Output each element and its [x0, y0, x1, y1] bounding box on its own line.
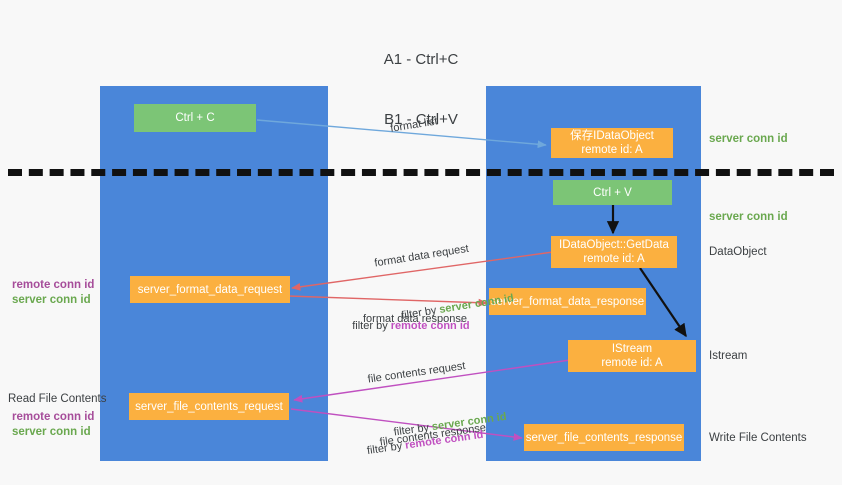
filter-prefix: filter by [352, 320, 391, 332]
annotation-remote-conn-id-2: remote conn id [12, 411, 95, 423]
node-save-idataobject-line1: 保存IDataObject [570, 130, 654, 142]
node-server-file-contents-request[interactable]: server_file_contents_request [129, 393, 289, 420]
edge-label-format-data-response-filter: filter by remote conn id [340, 305, 470, 347]
filter-key-remote-conn-id: remote conn id [404, 428, 485, 452]
node-ctrl-v-label: Ctrl + V [593, 186, 632, 199]
annotation-istream: Istream [709, 350, 748, 362]
filter-prefix: filter by [366, 439, 407, 458]
annotation-dataobject: DataObject [709, 246, 767, 258]
edge-label-format-data-request-text: format data request [373, 242, 470, 270]
node-server-file-contents-request-label: server_file_contents_request [135, 400, 283, 413]
node-istream-line1: IStream [611, 343, 653, 355]
node-server-file-contents-response[interactable]: server_file_contents_response [524, 424, 684, 451]
node-ctrl-c[interactable]: Ctrl + C [134, 104, 256, 132]
node-ctrl-v[interactable]: Ctrl + V [553, 180, 672, 205]
node-idataobject-getdata[interactable]: IDataObject::GetData remote id: A [551, 236, 677, 268]
phase-separator [8, 169, 834, 176]
node-ctrl-c-label: Ctrl + C [175, 112, 215, 124]
annotation-write-file-contents: Write File Contents [709, 432, 807, 444]
filter-key-remote-conn-id: remote conn id [390, 320, 470, 332]
node-server-format-data-request-label: server_format_data_request [137, 283, 283, 296]
annotation-server-conn-id-top: server conn id [709, 133, 788, 145]
title-line-1: A1 - Ctrl+C [383, 51, 459, 68]
node-server-format-data-response-label: server_format_data_response [490, 295, 645, 308]
edge-label-format-list-text: format list [389, 115, 439, 135]
annotation-server-conn-id-mid: server conn id [709, 211, 788, 223]
node-save-idataobject[interactable]: 保存IDataObject remote id: A [551, 128, 673, 158]
node-istream-line2: remote id: A [601, 357, 663, 369]
edge-label-file-contents-request-text: file contents request [367, 360, 467, 386]
node-idataobject-getdata-line1: IDataObject::GetData [559, 239, 669, 251]
node-server-file-contents-response-label: server_file_contents_response [525, 431, 683, 444]
annotation-read-file-contents: Read File Contents [8, 393, 107, 405]
annotation-remote-conn-id-1: remote conn id [12, 279, 95, 291]
node-server-format-data-request[interactable]: server_format_data_request [130, 276, 290, 303]
annotation-server-conn-id-1: server conn id [12, 294, 91, 306]
node-istream[interactable]: IStream remote id: A [568, 340, 696, 372]
node-server-format-data-response[interactable]: server_format_data_response [489, 288, 646, 315]
node-idataobject-getdata-line2: remote id: A [583, 253, 645, 265]
edge-label-format-data-response-text: format data response [363, 313, 467, 325]
node-save-idataobject-line2: remote id: A [581, 144, 643, 156]
annotation-server-conn-id-2: server conn id [12, 426, 91, 438]
edge-label-format-data-response: format data response [363, 284, 467, 354]
